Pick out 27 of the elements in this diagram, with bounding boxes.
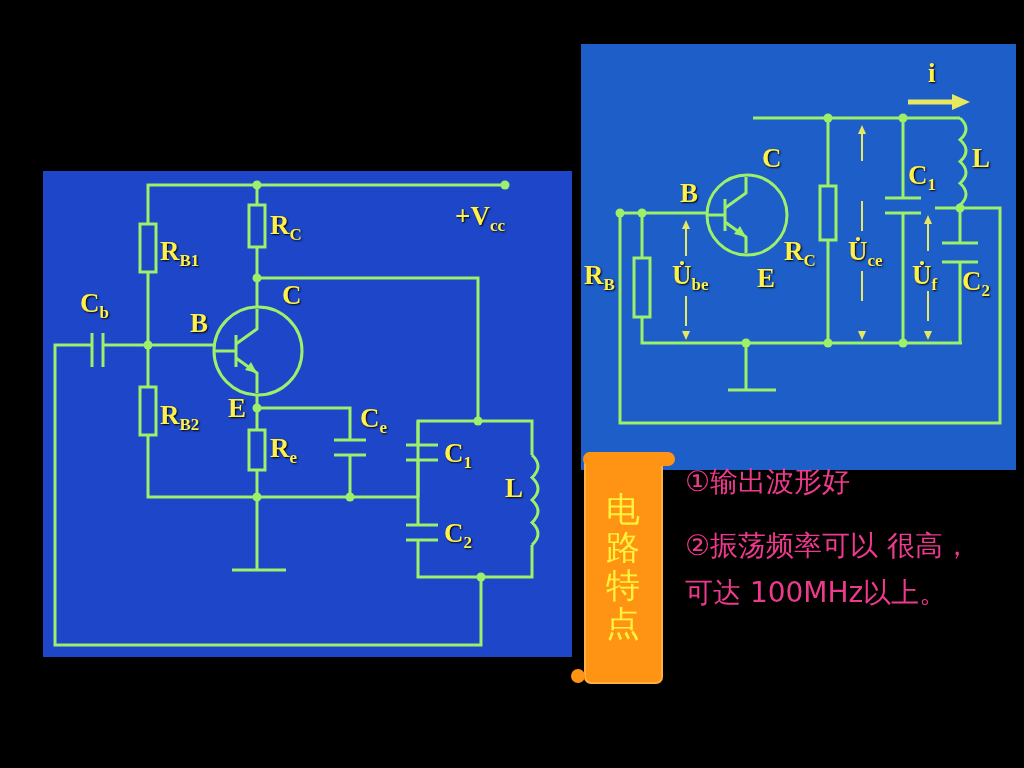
component-label: C$_{1}$ [444,440,472,472]
component-label: C$_{2}$ [962,268,990,300]
component-label: R$_{B2}$ [160,402,200,434]
component-label: C$_{2}$ [444,520,472,552]
component-label: R$_{C}$ [784,238,816,270]
component-label: R$_{B}$ [584,262,615,294]
voltage-label: U̇$_{ce}$ [848,238,883,270]
terminal-label: C [762,145,782,172]
component-label: R$_{C}$ [270,212,302,244]
feature-note: ①输出波形好 [685,464,852,500]
feature-note: ②振荡频率可以 很高，可达 100MHz以上。 [685,528,972,611]
voltage-label: U̇$_{f}$ [912,262,938,294]
component-label: C$_{b}$ [80,290,109,322]
component-label: R$_{e}$ [270,435,298,467]
component-label: L [972,145,990,172]
voltage-label: U̇$_{be}$ [672,262,709,294]
terminal-label: B [680,180,698,207]
current-label: i [928,60,936,87]
terminal-label: E [757,265,775,292]
terminal-label: E [228,395,246,422]
terminal-label: C [282,282,302,309]
component-label: C$_{e}$ [360,405,388,437]
component-label: R$_{B1}$ [160,238,200,270]
component-label: L [505,475,523,502]
terminal-label: B [190,310,208,337]
supply-label: +V$_{cc}$ [455,203,505,235]
component-label: C$_{1}$ [908,162,936,194]
